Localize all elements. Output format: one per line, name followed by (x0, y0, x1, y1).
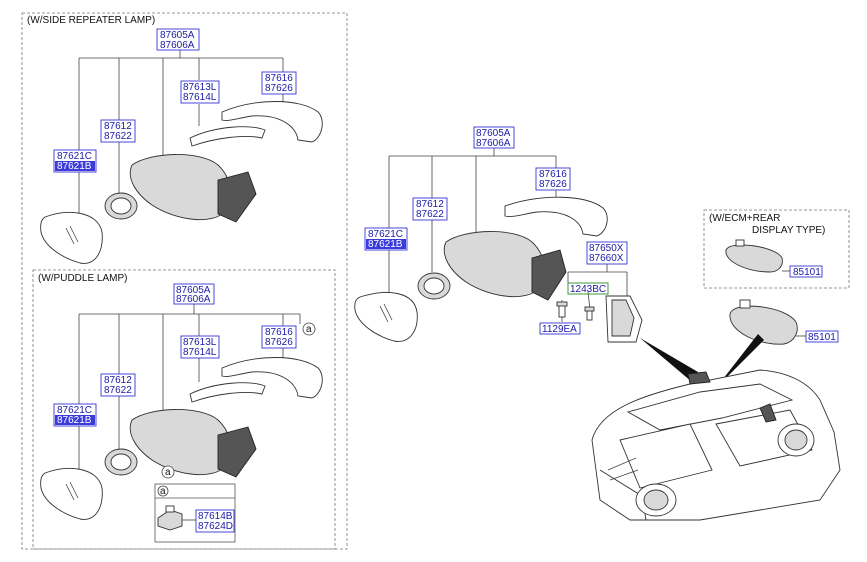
top-left-cover-label: 87616 87626 (261, 71, 297, 95)
bottom-left-callout-a-lower: a (161, 465, 175, 479)
svg-text:87616: 87616 (265, 73, 293, 84)
svg-text:87622: 87622 (416, 209, 444, 220)
svg-text:87660X: 87660X (589, 253, 624, 264)
center-bolt-label: 1129EA (539, 322, 581, 335)
bottom-left-assembly-label: 87605A 87606A (173, 283, 215, 305)
svg-text:87614B: 87614B (198, 511, 233, 522)
ecm-section-title-line2: DISPLAY TYPE) (752, 225, 825, 236)
svg-text:87650X: 87650X (589, 243, 624, 254)
center-mirror-housing (443, 231, 545, 298)
svg-text:87626: 87626 (265, 337, 293, 348)
puddle-section-title: (W/PUDDLE LAMP) (38, 273, 127, 284)
svg-text:87605A: 87605A (176, 285, 211, 296)
vehicle-outline (591, 369, 841, 521)
center-screw-label: 1243BC (567, 282, 609, 295)
bottom-left-actuator-label: 87612 87622 (100, 373, 136, 397)
puddle-section-frame (32, 269, 336, 550)
svg-text:87612: 87612 (104, 375, 132, 386)
svg-text:87626: 87626 (539, 179, 567, 190)
ecm-section-title-line1: (W/ECM+REAR (709, 213, 780, 224)
inside-mirror-pointer (716, 334, 764, 388)
inside-mirror (729, 299, 798, 345)
top-left-actuator-label: 87612 87622 (100, 119, 136, 143)
center-assembly-label: 87605A 87606A (473, 126, 515, 149)
bottom-left-repeater-label: 87613L 87614L (180, 335, 220, 359)
center-cover-label: 87616 87626 (535, 167, 571, 191)
svg-text:87621C: 87621C (368, 229, 403, 240)
bottom-left-mirror-glass (40, 467, 103, 520)
bottom-left-repeater-lamp (189, 382, 266, 403)
bottom-left-cover-label: 87616 87626 (261, 325, 297, 349)
side-repeater-section-title: (W/SIDE REPEATER LAMP) (27, 15, 155, 26)
bottom-left-mirror-housing (129, 409, 231, 476)
top-left-repeater-label: 87613L 87614L (180, 80, 220, 104)
svg-text:87621C: 87621C (57, 151, 92, 162)
center-glass-label: 87621C 87621B (364, 227, 408, 251)
svg-text:87606A: 87606A (176, 294, 211, 305)
svg-text:87621B: 87621B (57, 161, 92, 172)
center-mirror-glass (354, 291, 418, 342)
ecm-inside-mirror (725, 239, 783, 273)
svg-text:87605A: 87605A (160, 30, 195, 41)
bottom-left-callout-a-top: a (302, 322, 316, 336)
svg-text:87621B: 87621B (57, 415, 92, 426)
svg-text:87626: 87626 (265, 83, 293, 94)
center-screw (584, 306, 595, 321)
svg-text:a: a (160, 486, 166, 497)
svg-text:85101: 85101 (808, 332, 836, 343)
svg-text:1129EA: 1129EA (542, 324, 577, 335)
svg-text:87616: 87616 (265, 327, 293, 338)
svg-text:1243BC: 1243BC (570, 284, 606, 295)
svg-text:87612: 87612 (416, 199, 444, 210)
svg-text:87622: 87622 (104, 385, 132, 396)
svg-text:87621B: 87621B (368, 239, 403, 250)
ecm-inside-mirror-label: 85101 (789, 265, 823, 278)
svg-text:87624D: 87624D (198, 521, 233, 532)
top-left-glass-label: 87621C 87621B (53, 149, 97, 173)
svg-text:a: a (165, 467, 171, 478)
svg-text:87621C: 87621C (57, 405, 92, 416)
svg-text:a: a (306, 324, 312, 335)
svg-text:87616: 87616 (539, 169, 567, 180)
top-left-assembly-label: 87605A 87606A (156, 28, 200, 51)
puddle-lamp-label: 87614B 87624D (195, 509, 235, 533)
top-left-repeater-lamp (189, 126, 266, 147)
svg-text:87614L: 87614L (183, 347, 217, 358)
center-actuator-label: 87612 87622 (412, 197, 448, 221)
svg-text:87612: 87612 (104, 121, 132, 132)
center-leader-lines (388, 148, 628, 322)
center-garnish-label: 87650X 87660X (586, 241, 628, 265)
svg-text:87606A: 87606A (160, 40, 195, 51)
svg-text:85101: 85101 (793, 267, 821, 278)
svg-text:87614L: 87614L (183, 92, 217, 103)
svg-text:87606A: 87606A (476, 138, 511, 149)
bottom-left-glass-label: 87621C 87621B (53, 403, 97, 427)
center-bolt (556, 301, 568, 318)
svg-text:87613L: 87613L (183, 82, 217, 93)
top-left-mirror-housing (129, 154, 231, 221)
svg-text:87605A: 87605A (476, 128, 511, 139)
bottom-left-leader-lines (78, 304, 301, 470)
side-repeater-section-frame (21, 12, 348, 550)
svg-text:87613L: 87613L (183, 337, 217, 348)
top-left-mirror-glass (40, 211, 103, 264)
center-cover (504, 196, 608, 237)
top-left-cover (221, 101, 323, 143)
side-mirror-pointer (640, 338, 698, 382)
ecm-section-frame (703, 209, 850, 289)
inside-mirror-label: 85101 (805, 330, 839, 343)
bottom-left-cover (221, 357, 323, 399)
svg-text:87622: 87622 (104, 131, 132, 142)
